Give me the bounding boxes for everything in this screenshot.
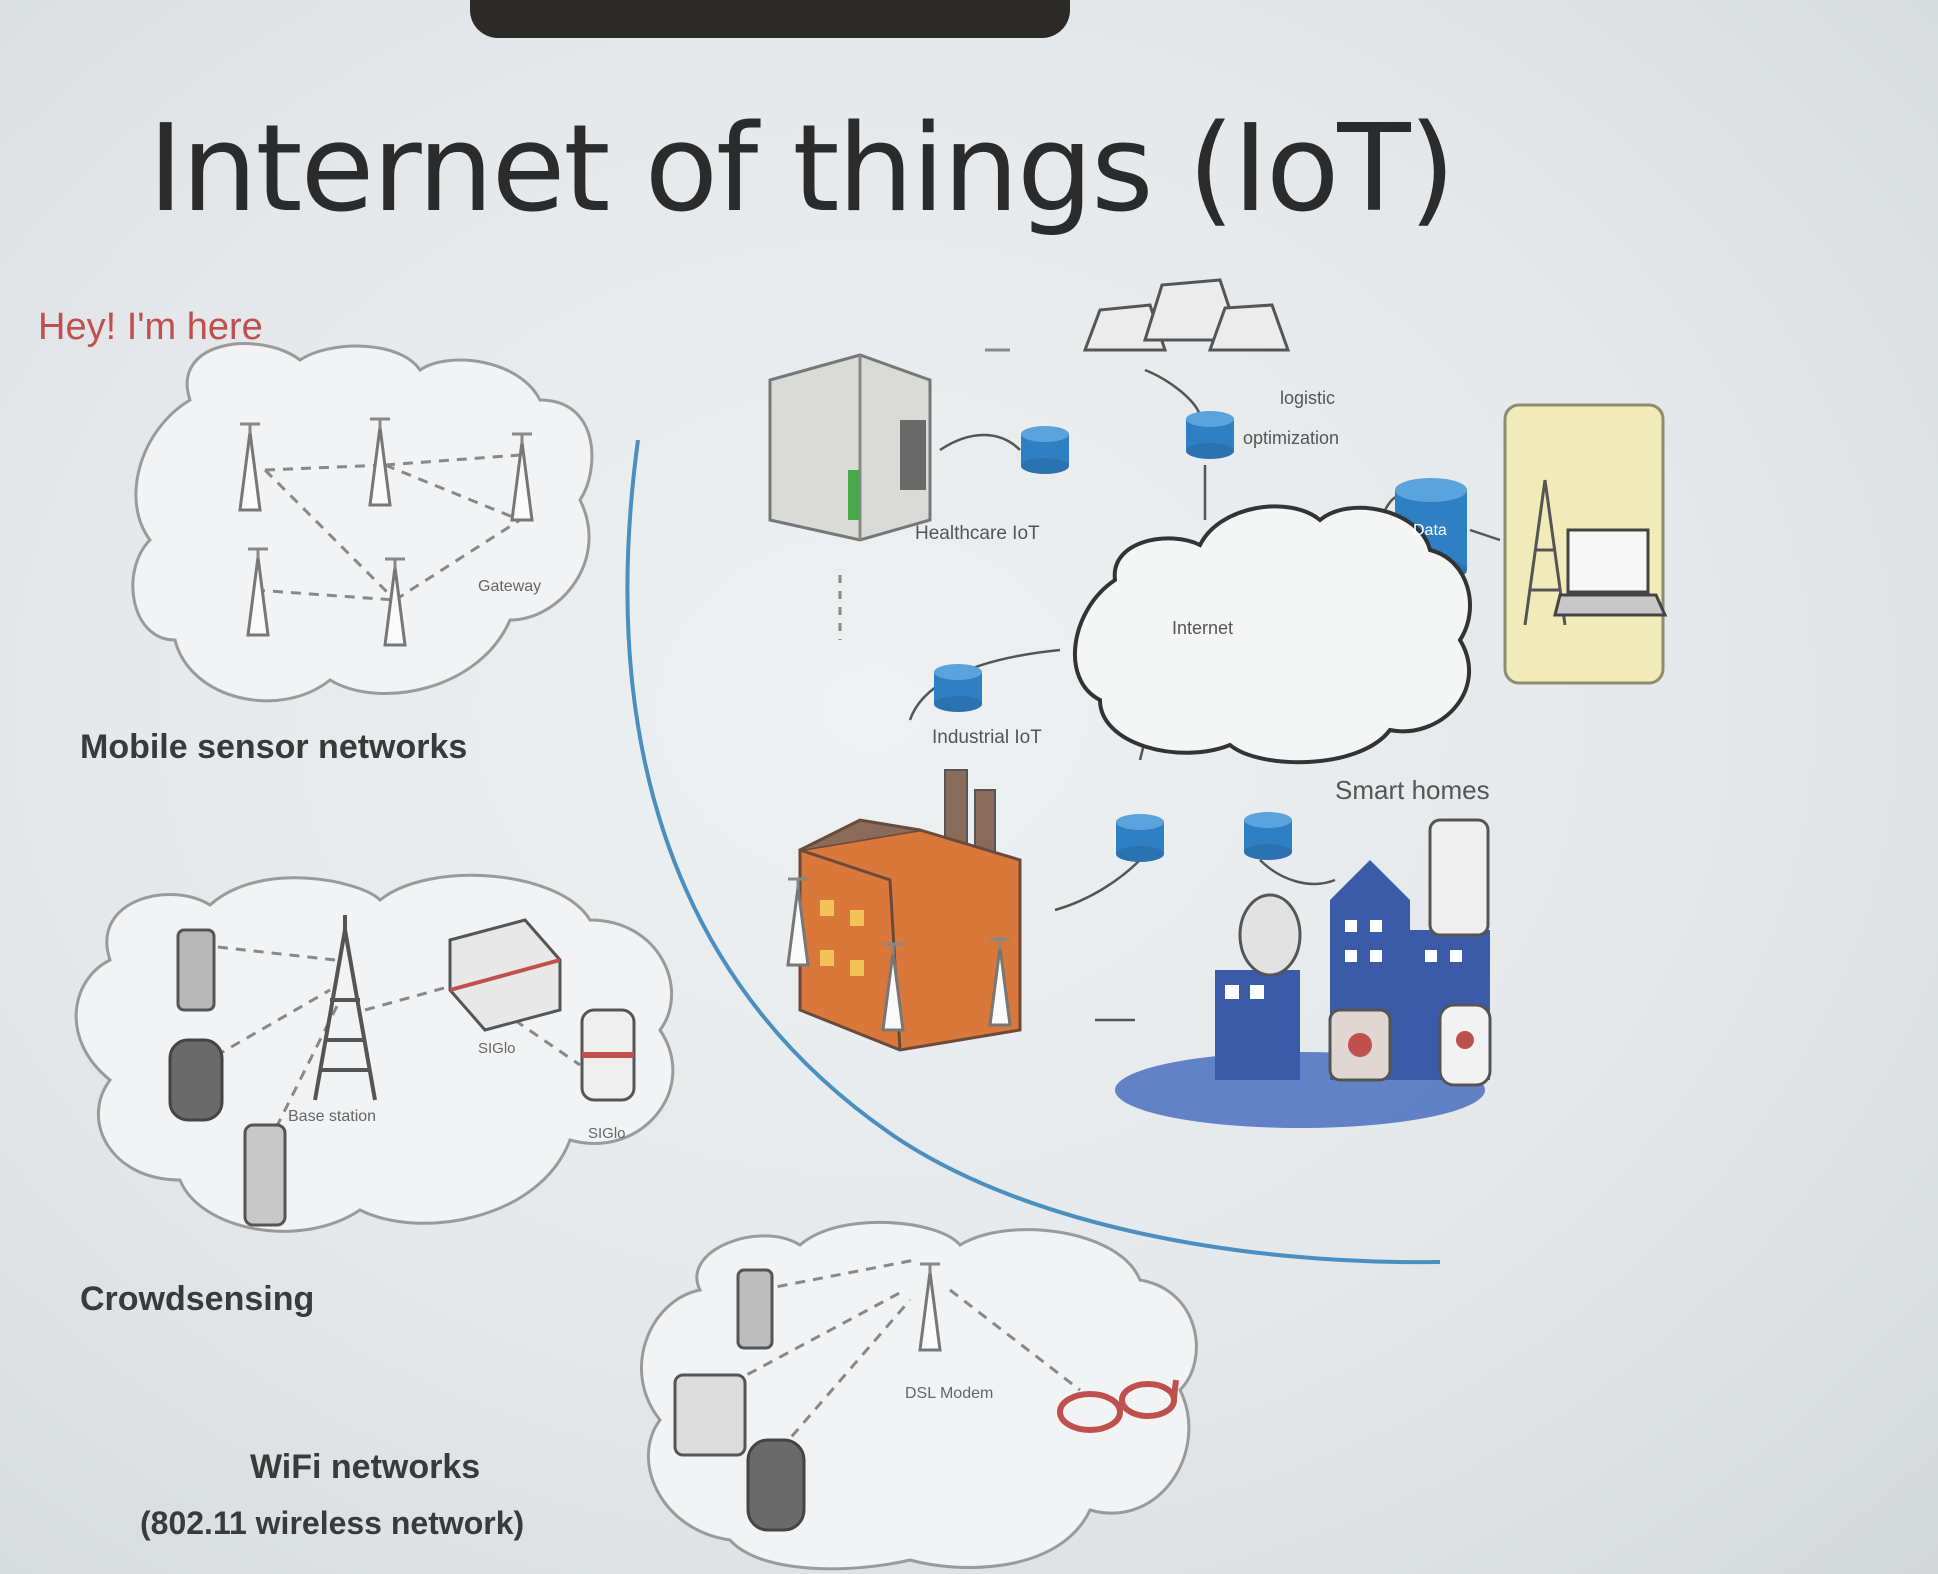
boundary-arc <box>625 439 1441 1265</box>
optimization-label: optimization <box>1243 428 1340 448</box>
wearable-icon <box>580 1008 636 1102</box>
wifi-subcaption: (802.11 wireless network) <box>140 1505 525 1541</box>
internet-cloud <box>1072 504 1472 765</box>
node-label-a: SIGlo <box>478 1040 516 1057</box>
smart-homes-label: Smart homes <box>1335 775 1490 805</box>
home-appliance-icon <box>1328 1008 1392 1082</box>
industrial-label: Industrial IoT <box>932 727 1042 748</box>
industrial-db-icon <box>934 664 982 712</box>
hospital-icon <box>768 353 932 542</box>
internet-label: Internet <box>1172 618 1234 638</box>
healthcare-label: Healthcare IoT <box>915 523 1040 544</box>
smart-glasses-icon <box>1057 1379 1179 1433</box>
tablet-icon <box>673 1373 747 1457</box>
antenna-tower-icon <box>1523 479 1567 626</box>
cars-icon <box>1082 278 1291 352</box>
sensor-box-icon <box>448 918 562 1032</box>
node-label-b: SIGlo <box>588 1125 626 1142</box>
mobile-sensor-cloud <box>131 342 594 703</box>
handset-icon <box>243 1123 287 1227</box>
db-icon <box>1116 814 1164 862</box>
base-station-icon <box>313 915 377 1101</box>
thermostat-icon <box>1438 1003 1492 1087</box>
satellite-dish-icon <box>1238 893 1302 977</box>
slide-title: Internet of things (IoT) <box>148 100 1456 239</box>
crowdsensing-caption: Crowdsensing <box>80 1280 315 1318</box>
callout-text: Hey! I'm here <box>38 306 263 348</box>
projector-shadow <box>470 0 1070 38</box>
healthcare-db-icon <box>1021 426 1069 474</box>
logistic-label: logistic <box>1280 388 1336 408</box>
device-icon <box>168 1038 224 1122</box>
mobile-sensor-caption: Mobile sensor networks <box>80 728 468 766</box>
base-station-label: Base station <box>288 1108 377 1125</box>
factory-icon <box>798 769 1022 1052</box>
server-db-label: Data <box>1413 522 1447 539</box>
logistic-db-icon <box>1186 411 1234 459</box>
db-icon <box>1244 812 1292 860</box>
smartphone-icon <box>1428 818 1490 937</box>
wifi-caption: WiFi networks <box>250 1448 481 1486</box>
laptop-icon <box>1553 528 1668 617</box>
device-icon <box>746 1438 806 1532</box>
phone-icon <box>736 1268 774 1350</box>
gateway-label: Gateway <box>478 578 542 595</box>
phone-icon <box>176 928 216 1012</box>
modem-label: DSL Modem <box>905 1385 994 1402</box>
